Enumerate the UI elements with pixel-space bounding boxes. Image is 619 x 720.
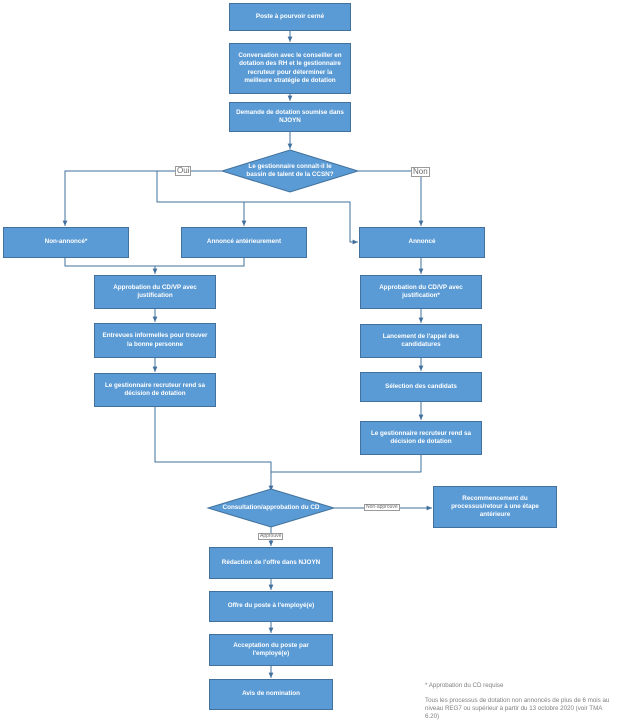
edge-oui-non-annonce: [62, 170, 222, 226]
edge-decision-right-consultation: [271, 455, 422, 473]
node-poste-a-pourvoir: Poste à pourvoir cerné: [229, 3, 351, 31]
edge-non-annonce: [358, 170, 424, 226]
edge-label-non-approuve: Non-approuvé: [364, 504, 400, 511]
node-annonce: Annoncé: [359, 227, 485, 258]
node-offre-poste: Offre du poste à l'employé(e): [209, 591, 333, 622]
node-non-annonce: Non-annoncé*: [3, 227, 129, 258]
node-approbation-cd-vp-right: Approbation du CD/VP avec justification*: [360, 275, 482, 309]
edge-oui-annonce-anterieurement: [156, 171, 247, 226]
edge-label-approuve: Approuvé: [258, 533, 284, 540]
node-decision-dotation-right: Le gestionnaire recruteur rend sa décisi…: [360, 421, 482, 455]
edge-label-non: Non: [411, 167, 430, 177]
node-recommencement-processus: Recommencement du processus/retour à une…: [433, 486, 557, 528]
node-avis-nomination: Avis de nomination: [209, 679, 333, 710]
node-selection-candidats: Sélection des candidats: [360, 372, 482, 402]
decision-diamond-talent: [220, 149, 360, 193]
question-consultation-cd: Consultation/approbation du CD: [222, 503, 320, 511]
edge-decision-left-consultation: [154, 407, 274, 491]
node-demande-njoyn: Demande de dotation soumise dans NJOYN: [229, 102, 351, 132]
decision-diamond-consultation: [206, 488, 336, 528]
edge-label-oui: Oui: [175, 166, 192, 176]
edge-oui-annonce: [157, 201, 358, 245]
node-lancement-appel: Lancement de l'appel des candidatures: [360, 324, 482, 358]
node-conversation-conseiller: Conversation avec le conseiller en dotat…: [229, 43, 351, 94]
question-bassin-talent: Le gestionnaire connaît-il le bassin de …: [246, 162, 334, 178]
node-approbation-cd-vp-left: Approbation du CD/VP avec justification: [94, 275, 216, 309]
node-redaction-offre: Rédaction de l'offre dans NJOYN: [209, 547, 333, 579]
edge-merge-approbation-left: [64, 258, 245, 274]
node-entrevues-informelles: Entrevues informelles pour trouver la bo…: [94, 323, 216, 358]
footnote-processus-non-annonces: Tous les processus de dotation non annon…: [425, 697, 610, 720]
node-annonce-anterieurement: Annoncé antérieurement: [181, 227, 307, 258]
footnote-approbation-cd: * Approbation du CD requise: [425, 682, 504, 689]
node-acceptation-poste: Acceptation du poste par l'employé(e): [209, 634, 333, 666]
node-decision-dotation-left: Le gestionnaire recruteur rend sa décisi…: [94, 373, 216, 407]
